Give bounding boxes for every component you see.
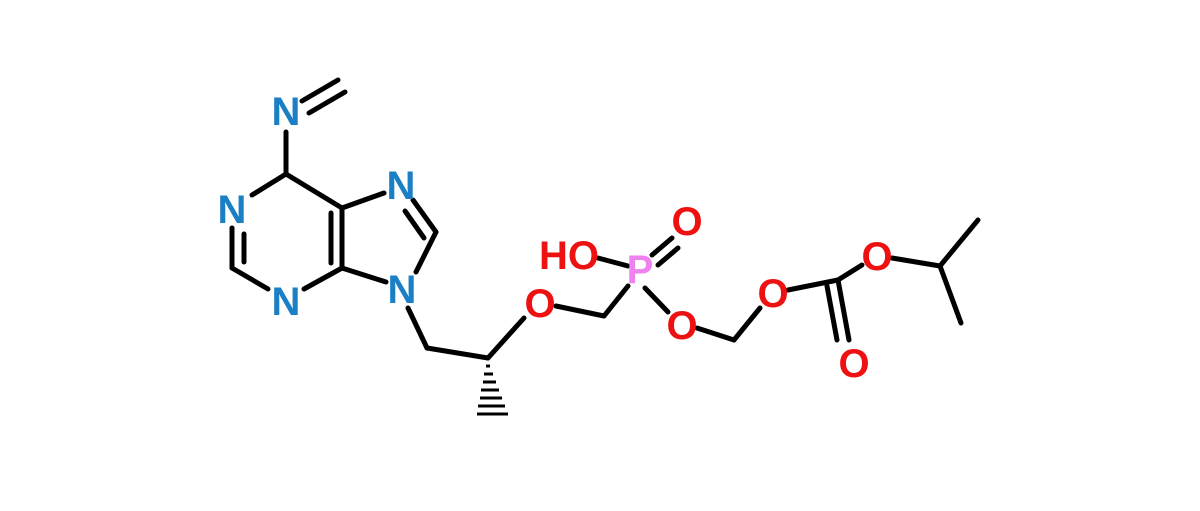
bond-oether-ch2 [553,303,607,319]
atom-o-carbonate-1: O [757,272,788,316]
bond-oester-ch2 [694,325,737,343]
bond-ch2-ch [424,345,491,361]
atom-o-p-double: O [671,200,702,244]
bond-ch2-ocarb1 [731,305,763,343]
bond-n9-c4 [339,265,389,285]
bond-ocarb2-ch [889,255,943,269]
atom-n-ring-3: N [272,280,301,324]
atom-o-ether: O [524,282,555,326]
bond-imine-double-b [306,89,348,116]
bond-n7-c8 [410,197,439,235]
bonds [229,77,981,416]
atom-n-ring-7: N [387,164,416,208]
atom-o-carbonyl: O [838,342,869,386]
bond-n9-ch2 [405,305,430,351]
bond-ocarb1-c [785,277,841,293]
bond-ch2-p [601,283,631,319]
bond-ch-me2 [937,263,964,326]
bond-n7-c8-inner [402,208,427,241]
bond-c-ocarb2 [835,262,865,283]
atom-o-ester: O [666,304,697,348]
bond-c6-n1 [249,171,289,198]
atom-n-imine: N [272,90,301,134]
bond-n3-c4 [301,265,345,292]
atom-o-carbonate-2: O [861,235,892,279]
atom-n-ring-1: N [218,188,247,232]
atom-labels: N N N N N O P HO O O O O O [218,90,893,386]
bond-p-odouble-a [649,235,675,258]
atom-n-ring-9: N [388,268,417,312]
bond-ch-me1 [937,217,981,269]
bond-c5-c6 [283,171,345,211]
atom-oh: HO [539,234,599,278]
atom-p: P [627,248,654,292]
bond-p-oester [642,285,671,315]
bond-c2-n3 [229,265,271,292]
bond-p-odouble-b [655,245,681,268]
bond-c8-n9 [413,229,439,275]
bond-p-oh [595,255,631,269]
bond-c5-n7 [339,190,387,211]
bond-c-ocarbonyl-b [824,283,840,343]
bond-imine-double-a [299,77,341,104]
bond-ch-oether [485,315,527,361]
bond-c-ocarbonyl-a [835,277,852,343]
hashed-wedge-methyl [477,364,508,416]
